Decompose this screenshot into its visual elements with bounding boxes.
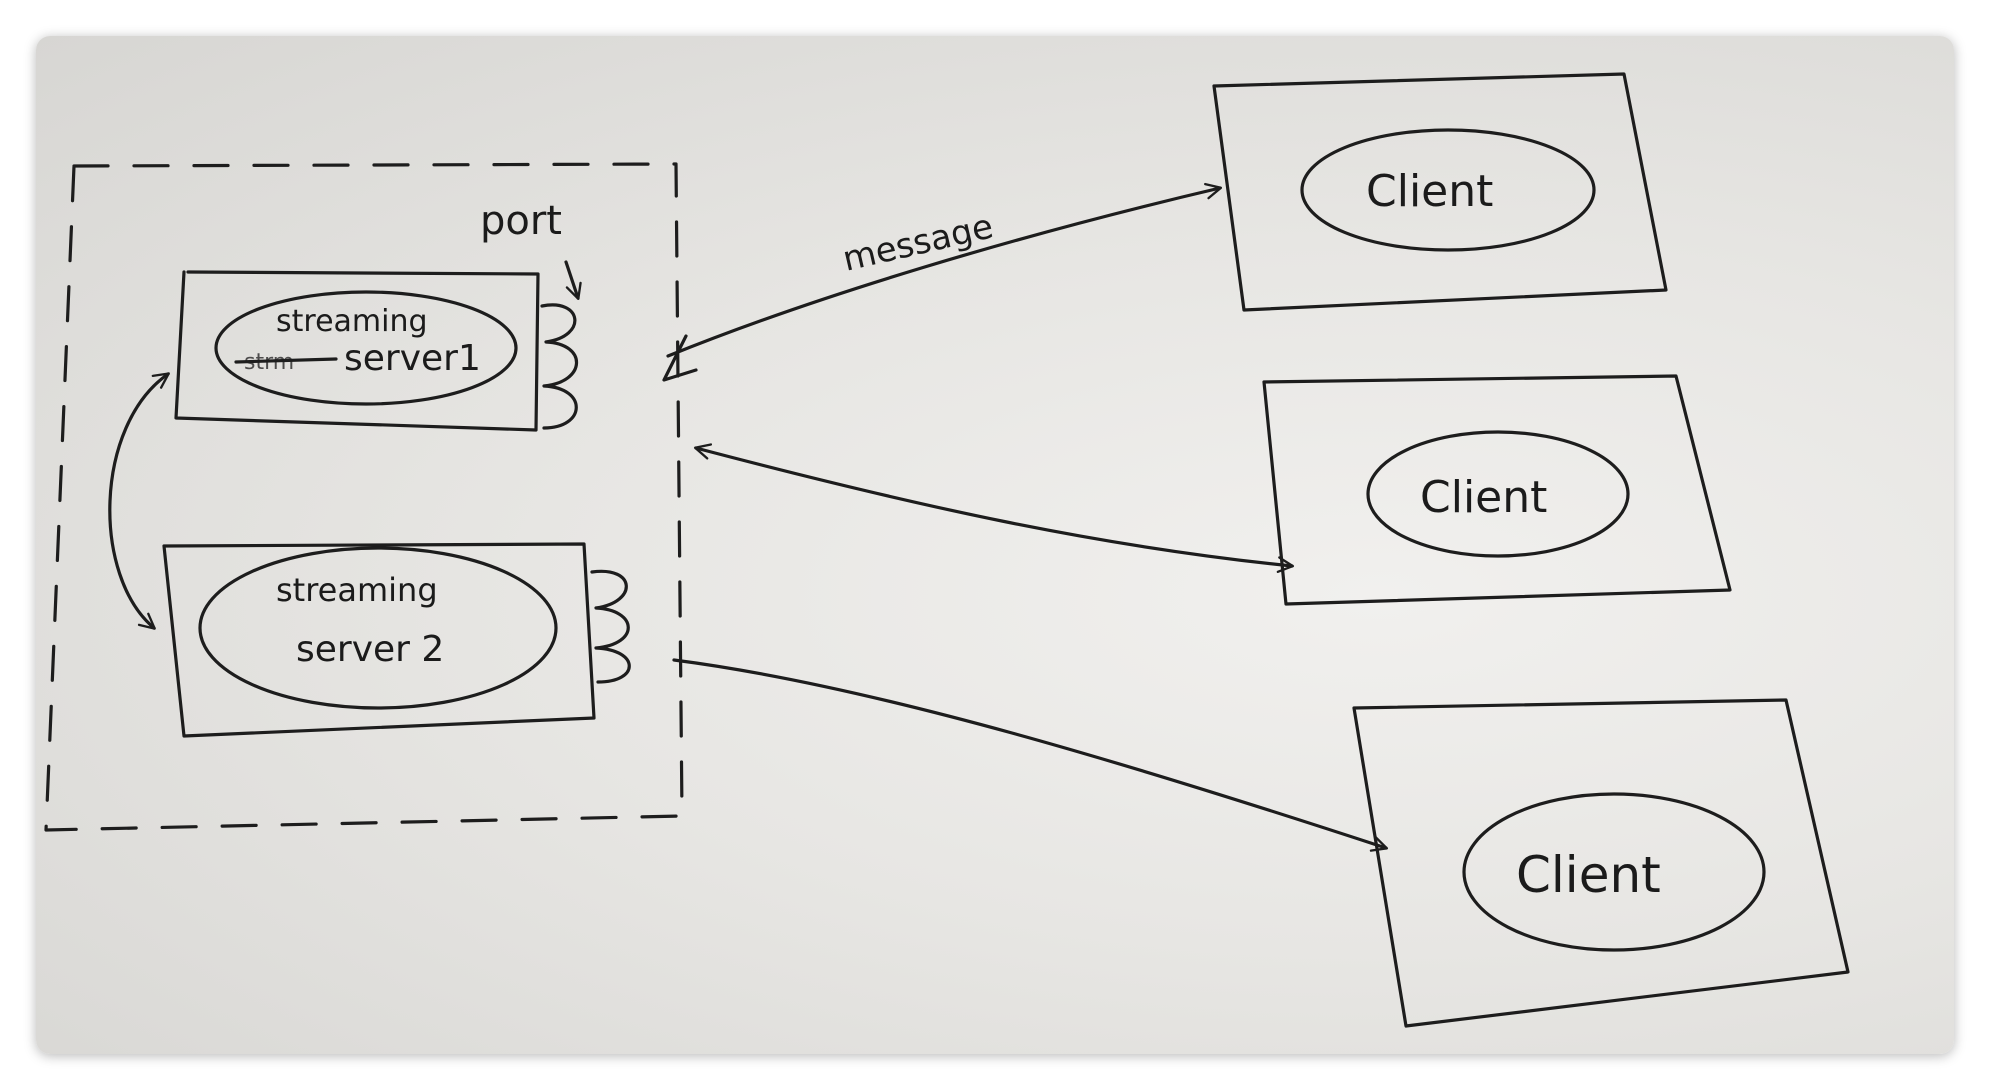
port-pointer-arrow: [564, 260, 582, 301]
client-3-ellipse: [1462, 792, 1766, 952]
client-1-ellipse: [1300, 128, 1596, 252]
server-2-box: [162, 542, 596, 738]
client-3: Client: [1352, 698, 1850, 1028]
message-arrow-client-2: [693, 443, 1295, 573]
server-2: streaming server 2: [162, 542, 631, 738]
server-1-ellipse: [214, 290, 518, 406]
diagram-photo: streaming strm server1 port streaming se…: [36, 36, 1954, 1054]
server-1-ports: [540, 303, 579, 430]
server-2-label-line2: server 2: [296, 629, 444, 670]
server-1-label-line1: streaming: [276, 304, 428, 339]
diagram-canvas: streaming strm server1 port streaming se…: [44, 72, 1850, 1028]
server-1-label-line2: server1: [344, 338, 481, 379]
server-2-ports: [590, 569, 631, 684]
message-arrow-tail-bracket: [662, 334, 698, 382]
client-1-label: Client: [1366, 166, 1493, 217]
client-1-box: [1212, 72, 1668, 312]
client-2: Client: [1262, 374, 1732, 606]
client-1: Client: [1212, 72, 1668, 312]
client-2-ellipse: [1366, 430, 1630, 558]
client-3-label: Client: [1516, 846, 1661, 904]
server-sync-arrow: [108, 372, 170, 630]
client-2-box: [1262, 374, 1732, 606]
server-1-box: [174, 270, 540, 432]
port-label: port: [480, 198, 562, 244]
message-arrow-client-3: [672, 658, 1389, 852]
strikethrough-line: [234, 357, 338, 364]
client-3-box: [1352, 698, 1850, 1028]
message-arrow-client-1: [666, 182, 1223, 358]
server-2-ellipse: [198, 546, 558, 710]
server-2-label-line1: streaming: [276, 571, 438, 609]
client-2-label: Client: [1420, 472, 1547, 523]
server-group-boundary: [44, 162, 684, 832]
server-1: streaming strm server1: [174, 270, 579, 432]
